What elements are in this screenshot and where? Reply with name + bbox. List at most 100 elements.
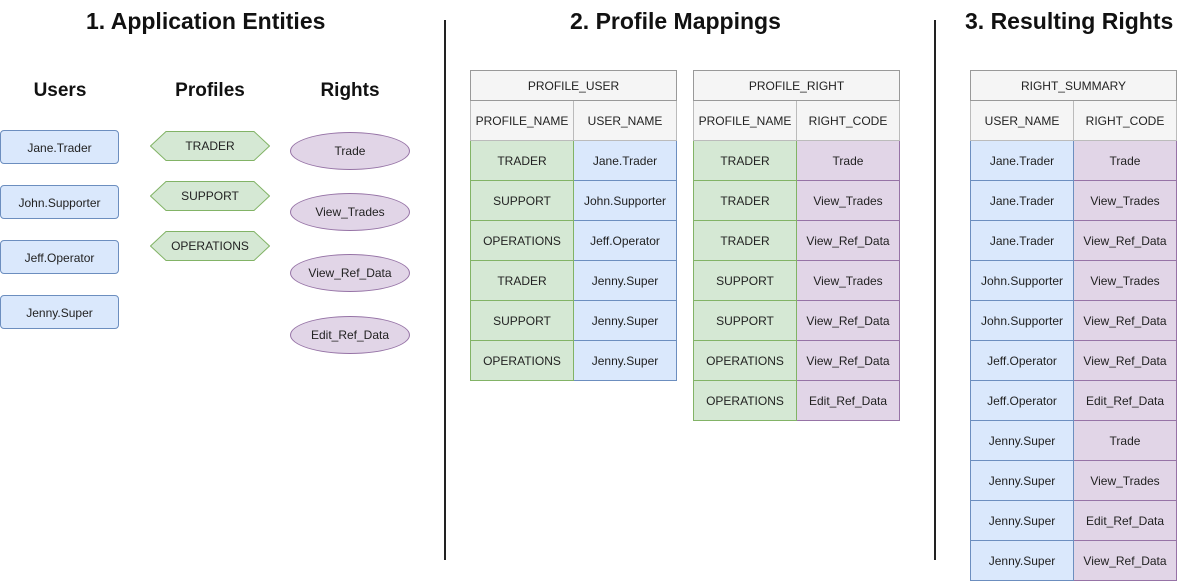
profile-cell: TRADER — [693, 180, 797, 221]
user-entity[interactable]: John.Supporter — [0, 185, 119, 219]
profile-cell: TRADER — [693, 220, 797, 261]
right-cell: View_Ref_Data — [1073, 300, 1177, 341]
section-title-mappings: 2. Profile Mappings — [570, 8, 781, 34]
profile-cell: OPERATIONS — [693, 380, 797, 421]
table-name: PROFILE_RIGHT — [692, 70, 901, 101]
profile-cell: TRADER — [693, 140, 797, 181]
right-summary-table: RIGHT_SUMMARY USER_NAME RIGHT_CODE Jane.… — [970, 70, 1177, 581]
right-cell: View_Ref_Data — [1073, 220, 1177, 261]
user-entity[interactable]: Jeff.Operator — [0, 240, 119, 274]
profile-cell: SUPPORT — [470, 300, 574, 341]
section-title-entities: 1. Application Entities — [86, 8, 326, 34]
rights-column-heading: Rights — [320, 80, 380, 101]
profile-cell: SUPPORT — [470, 180, 574, 221]
profile-cell: TRADER — [470, 140, 574, 181]
right-cell: View_Ref_Data — [1073, 340, 1177, 381]
right-cell: View_Ref_Data — [795, 220, 901, 261]
profile-cell: OPERATIONS — [470, 220, 574, 261]
profile-entity[interactable]: OPERATIONS — [150, 231, 270, 261]
section-divider-1 — [444, 20, 446, 560]
right-cell: Trade — [1073, 420, 1177, 461]
user-cell: Jane.Trader — [970, 220, 1074, 261]
hexagon-shape — [150, 131, 270, 161]
profiles-column-heading: Profiles — [175, 80, 245, 101]
user-entity[interactable]: Jane.Trader — [0, 130, 119, 164]
right-cell: View_Trades — [1073, 260, 1177, 301]
profile-cell: SUPPORT — [693, 300, 797, 341]
right-cell: View_Ref_Data — [795, 300, 901, 341]
user-cell: Jeff.Operator — [572, 220, 678, 261]
user-cell: Jenny.Super — [970, 460, 1074, 501]
right-cell: View_Ref_Data — [1073, 540, 1177, 581]
user-cell: Jenny.Super — [970, 500, 1074, 541]
user-cell: Jenny.Super — [572, 260, 678, 301]
profile-entity[interactable]: SUPPORT — [150, 181, 270, 211]
profile-label: OPERATIONS — [171, 239, 249, 253]
right-cell: Edit_Ref_Data — [1073, 380, 1177, 421]
table-name: PROFILE_USER — [469, 70, 678, 101]
user-cell: Jeff.Operator — [970, 380, 1074, 421]
profile-cell: TRADER — [470, 260, 574, 301]
user-cell: John.Supporter — [572, 180, 678, 221]
hexagon-shape — [150, 231, 270, 261]
right-cell: View_Trades — [795, 260, 901, 301]
profile-cell: OPERATIONS — [470, 340, 574, 381]
right-cell: View_Trades — [795, 180, 901, 221]
user-cell: Jane.Trader — [970, 140, 1074, 181]
user-cell: Jane.Trader — [970, 180, 1074, 221]
right-cell: Trade — [795, 140, 901, 181]
column-header: RIGHT_CODE — [795, 100, 901, 141]
hexagon-shape — [150, 181, 270, 211]
column-header: PROFILE_NAME — [693, 100, 797, 141]
right-cell: Edit_Ref_Data — [1073, 500, 1177, 541]
profile-cell: OPERATIONS — [693, 340, 797, 381]
section-divider-2 — [934, 20, 936, 560]
column-header: RIGHT_CODE — [1073, 100, 1177, 141]
user-cell: John.Supporter — [970, 260, 1074, 301]
profile-label: SUPPORT — [181, 189, 239, 203]
profile-user-table: PROFILE_USER PROFILE_NAME USER_NAME TRAD… — [469, 70, 678, 381]
user-cell: Jenny.Super — [970, 540, 1074, 581]
profile-right-table: PROFILE_RIGHT PROFILE_NAME RIGHT_CODE TR… — [692, 70, 901, 421]
section-title-results: 3. Resulting Rights — [965, 8, 1174, 34]
right-cell: View_Ref_Data — [795, 340, 901, 381]
user-entity[interactable]: Jenny.Super — [0, 295, 119, 329]
right-entity[interactable]: View_Trades — [290, 193, 410, 231]
user-cell: Jenny.Super — [970, 420, 1074, 461]
user-cell: Jeff.Operator — [970, 340, 1074, 381]
user-cell: John.Supporter — [970, 300, 1074, 341]
column-header: USER_NAME — [572, 100, 678, 141]
table-name: RIGHT_SUMMARY — [970, 70, 1177, 101]
users-column-heading: Users — [33, 80, 87, 101]
profile-label: TRADER — [185, 139, 235, 153]
user-cell: Jenny.Super — [572, 340, 678, 381]
right-entity[interactable]: View_Ref_Data — [290, 254, 410, 292]
user-cell: Jane.Trader — [572, 140, 678, 181]
right-cell: View_Trades — [1073, 180, 1177, 221]
profile-entity[interactable]: TRADER — [150, 131, 270, 161]
right-cell: View_Trades — [1073, 460, 1177, 501]
right-entity[interactable]: Edit_Ref_Data — [290, 316, 410, 354]
right-entity[interactable]: Trade — [290, 132, 410, 170]
column-header: USER_NAME — [970, 100, 1074, 141]
right-cell: Edit_Ref_Data — [795, 380, 901, 421]
right-cell: Trade — [1073, 140, 1177, 181]
